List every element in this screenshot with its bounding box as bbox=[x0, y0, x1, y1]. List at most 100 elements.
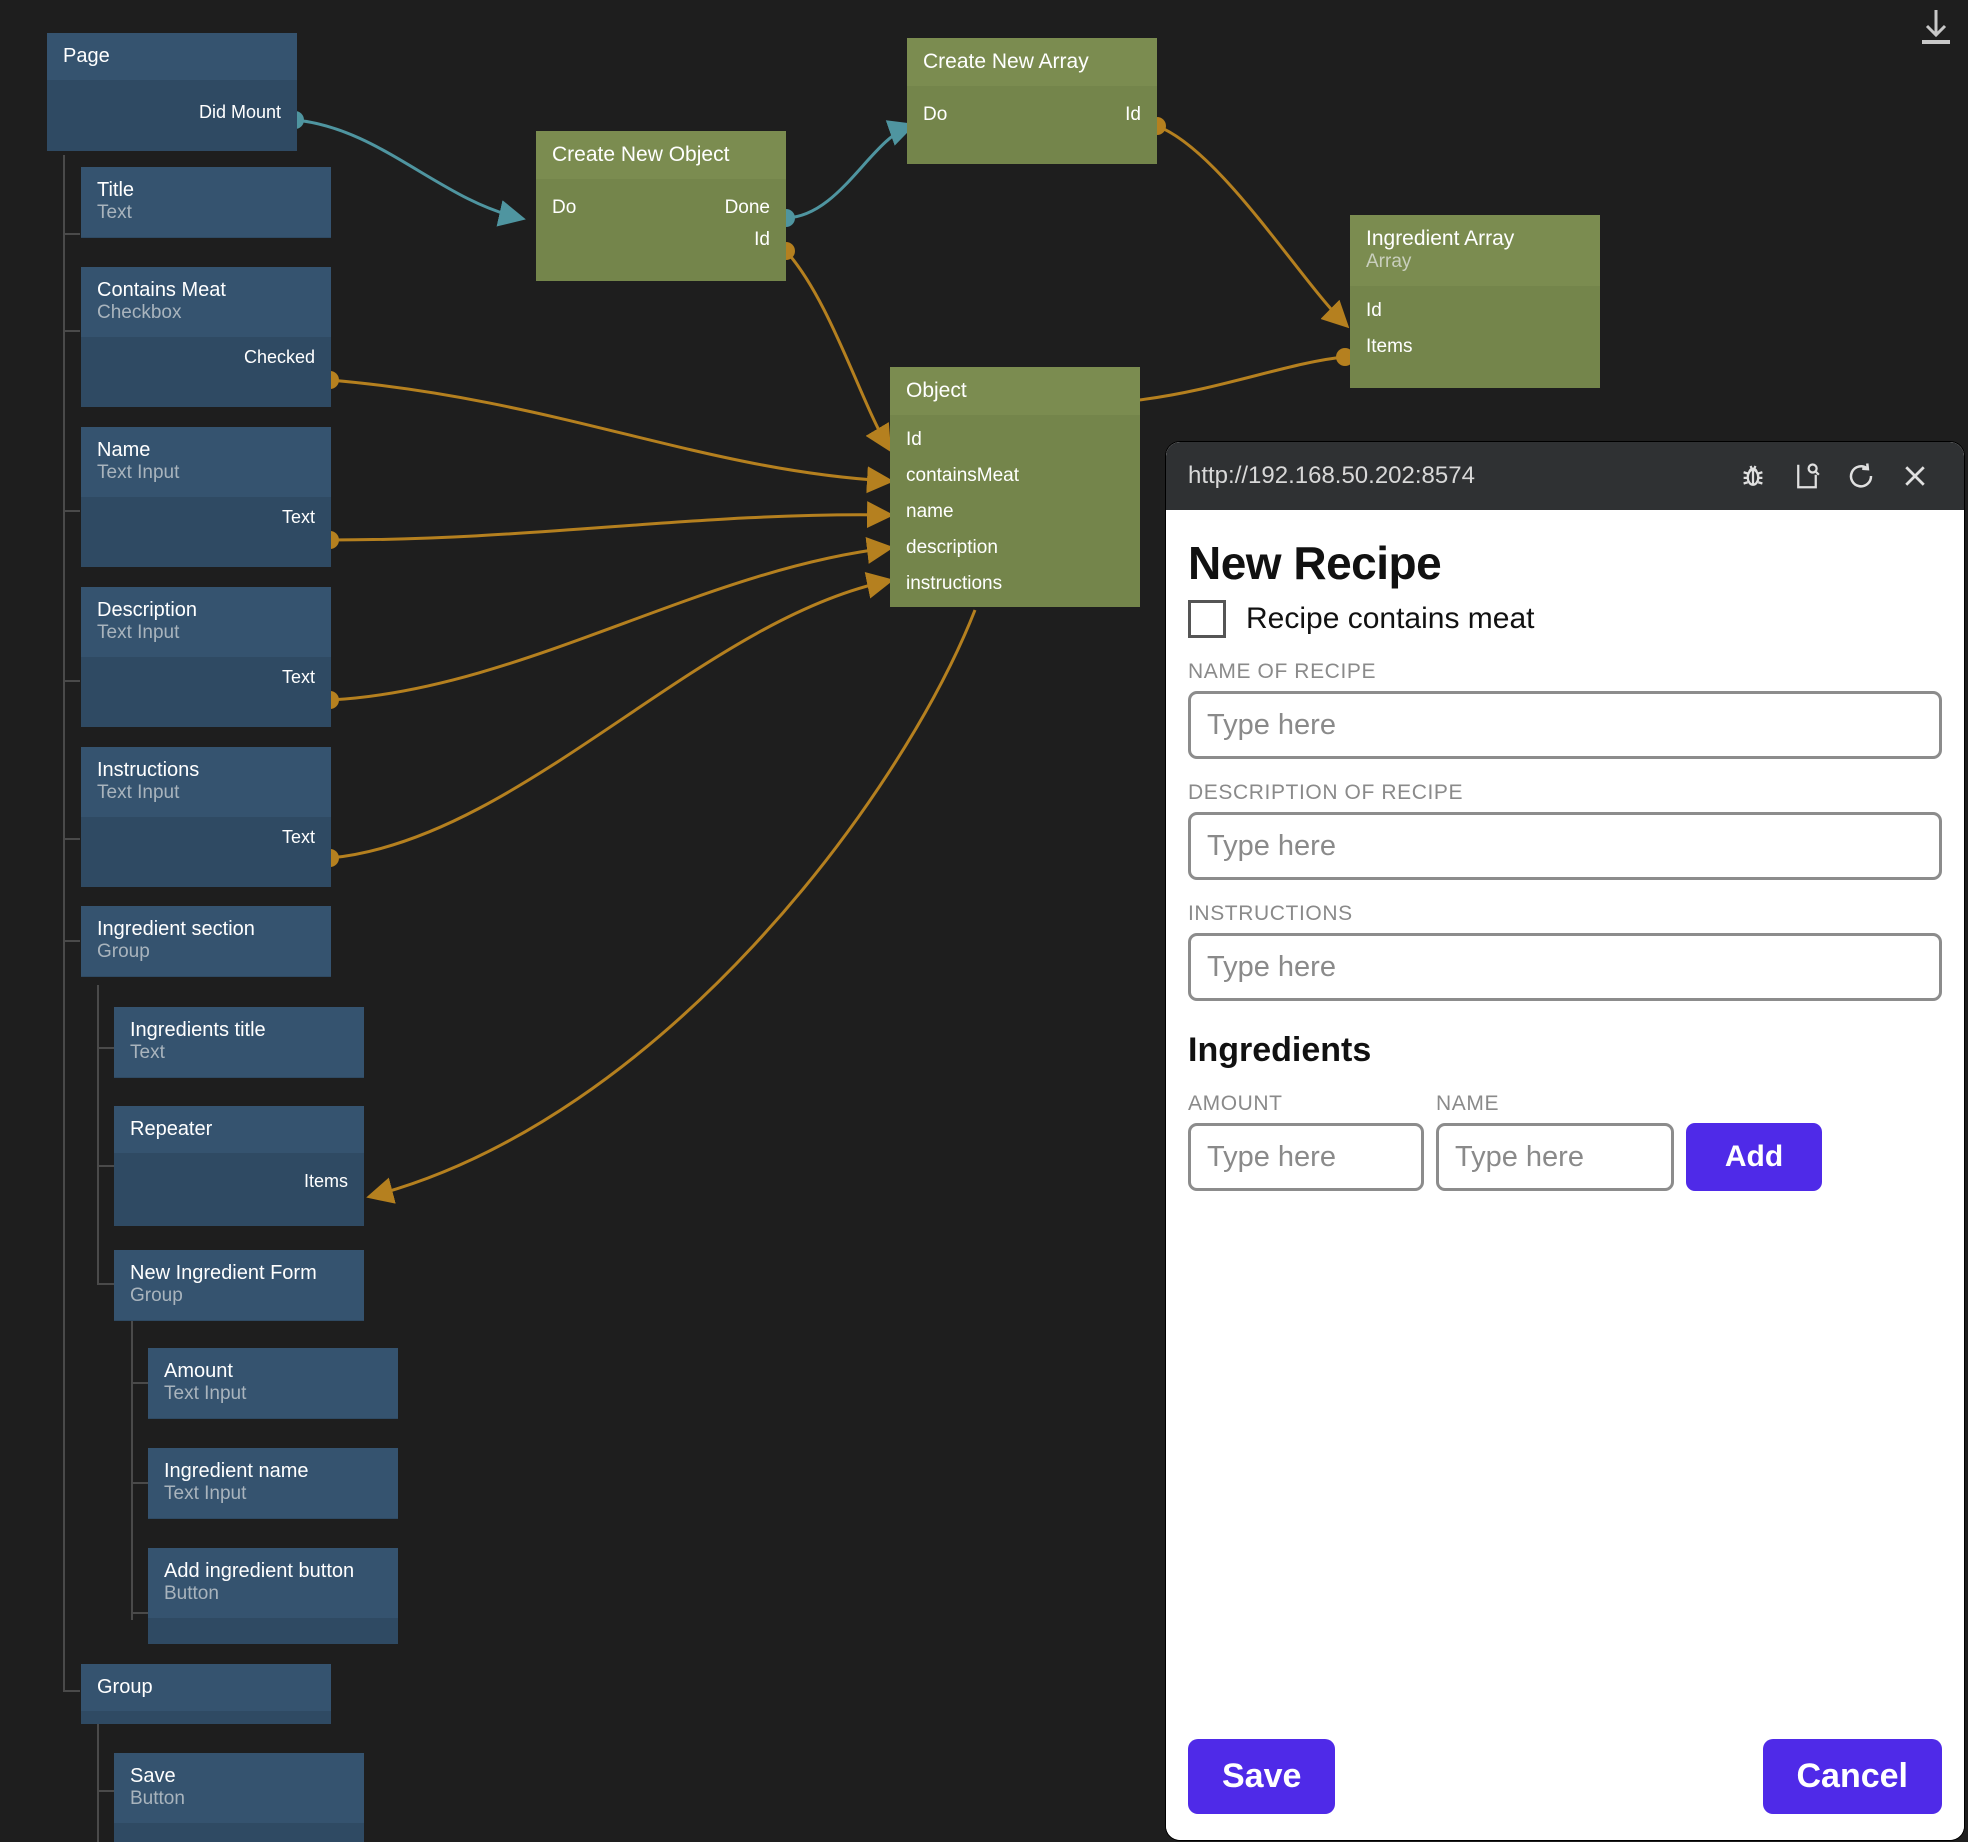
inspect-icon[interactable] bbox=[1780, 453, 1834, 499]
port-name[interactable]: name bbox=[890, 499, 1140, 525]
download-icon[interactable] bbox=[1916, 4, 1956, 57]
tree-tick bbox=[63, 680, 80, 682]
name-of-recipe-label: NAME OF RECIPE bbox=[1188, 660, 1942, 684]
contains-meat-label: Recipe contains meat bbox=[1246, 602, 1535, 636]
port-instructions[interactable]: instructions bbox=[890, 571, 1140, 597]
url-display[interactable]: http://192.168.50.202:8574 bbox=[1188, 462, 1726, 490]
node-title: Amount bbox=[164, 1360, 382, 1383]
debug-icon[interactable] bbox=[1726, 453, 1780, 499]
node-object[interactable]: Object Id containsMeat name description … bbox=[890, 367, 1140, 607]
node-title: Add ingredient button bbox=[164, 1560, 382, 1583]
node-ingredient-section[interactable]: Ingredient section Group bbox=[81, 906, 331, 977]
port-items[interactable]: Items bbox=[114, 1169, 364, 1194]
node-amount[interactable]: Amount Text Input bbox=[148, 1348, 398, 1419]
port-id[interactable]: Id bbox=[1350, 298, 1600, 324]
node-subtitle: Text bbox=[130, 1042, 348, 1065]
tree-tick bbox=[131, 1482, 148, 1484]
tree-guide-ingredient bbox=[97, 985, 99, 1285]
close-icon[interactable] bbox=[1888, 453, 1942, 499]
node-header: Ingredient name Text Input bbox=[148, 1448, 398, 1518]
node-ingredient-array[interactable]: Ingredient Array Array Id Items bbox=[1350, 215, 1600, 388]
tree-guide-form bbox=[131, 1290, 133, 1620]
amount-input[interactable] bbox=[1188, 1123, 1424, 1191]
node-body: Items bbox=[114, 1153, 364, 1226]
node-header: Create New Array bbox=[907, 38, 1157, 86]
tree-tick bbox=[63, 330, 80, 332]
node-subtitle: Checkbox bbox=[97, 302, 315, 325]
tree-tick bbox=[63, 940, 80, 942]
node-ingredient-name[interactable]: Ingredient name Text Input bbox=[148, 1448, 398, 1519]
node-instructions-input[interactable]: Instructions Text Input Text bbox=[81, 747, 331, 887]
node-contains-meat[interactable]: Contains Meat Checkbox Checked bbox=[81, 267, 331, 407]
save-button[interactable]: Save bbox=[1188, 1739, 1335, 1814]
node-create-new-array[interactable]: Create New Array Do Id bbox=[907, 38, 1157, 164]
node-description-input[interactable]: Description Text Input Text bbox=[81, 587, 331, 727]
port-text[interactable]: Text bbox=[81, 505, 331, 530]
port-contains-meat[interactable]: containsMeat bbox=[890, 463, 1140, 489]
node-header: Description Text Input bbox=[81, 587, 331, 657]
node-body: Do Id bbox=[907, 86, 1157, 164]
node-title: Object bbox=[906, 379, 1124, 403]
port-text[interactable]: Text bbox=[81, 825, 331, 850]
port-description[interactable]: description bbox=[890, 535, 1140, 561]
node-group[interactable]: Group bbox=[81, 1664, 331, 1724]
node-create-new-object[interactable]: Create New Object Do Done Id bbox=[536, 131, 786, 281]
tree-tick bbox=[131, 1612, 148, 1614]
node-header: Name Text Input bbox=[81, 427, 331, 497]
port-checked[interactable]: Checked bbox=[81, 345, 331, 370]
port-text[interactable]: Text bbox=[81, 665, 331, 690]
node-new-ingredient-form[interactable]: New Ingredient Form Group bbox=[114, 1250, 364, 1321]
preview-content: New Recipe Recipe contains meat NAME OF … bbox=[1166, 510, 1964, 1739]
reload-icon[interactable] bbox=[1834, 453, 1888, 499]
tree-guide-root bbox=[63, 155, 65, 1690]
port-do[interactable]: Do bbox=[907, 102, 963, 128]
tree-tick bbox=[97, 1283, 114, 1285]
node-header: Contains Meat Checkbox bbox=[81, 267, 331, 337]
node-body: Checked bbox=[81, 337, 331, 407]
tree-tick bbox=[63, 838, 80, 840]
name-of-recipe-input[interactable] bbox=[1188, 691, 1942, 759]
port-do[interactable]: Do bbox=[536, 195, 592, 221]
node-title: Title bbox=[97, 179, 315, 202]
node-ingredients-title[interactable]: Ingredients title Text bbox=[114, 1007, 364, 1078]
node-add-ingredient-button[interactable]: Add ingredient button Button bbox=[148, 1548, 398, 1644]
node-subtitle: Text bbox=[97, 202, 315, 225]
node-title: Save bbox=[130, 1765, 348, 1788]
node-subtitle: Button bbox=[130, 1788, 348, 1811]
node-name-input[interactable]: Name Text Input Text bbox=[81, 427, 331, 567]
add-ingredient-button[interactable]: Add bbox=[1686, 1123, 1822, 1191]
port-id[interactable]: Id bbox=[890, 427, 1140, 453]
ingredient-name-input[interactable] bbox=[1436, 1123, 1674, 1191]
node-title: New Ingredient Form bbox=[130, 1262, 348, 1285]
form-actions: Save Cancel bbox=[1166, 1739, 1964, 1840]
node-title: Repeater bbox=[130, 1118, 348, 1141]
cancel-button[interactable]: Cancel bbox=[1763, 1739, 1943, 1814]
node-header: Group bbox=[81, 1664, 331, 1711]
node-subtitle: Text Input bbox=[97, 782, 315, 805]
instructions-input[interactable] bbox=[1188, 933, 1942, 1001]
node-page[interactable]: Page Did Mount bbox=[47, 33, 297, 151]
node-title-text[interactable]: Title Text bbox=[81, 167, 331, 238]
description-of-recipe-input[interactable] bbox=[1188, 812, 1942, 880]
node-body: Id Items bbox=[1350, 286, 1600, 388]
node-body: Text bbox=[81, 657, 331, 727]
contains-meat-row: Recipe contains meat bbox=[1188, 600, 1942, 638]
port-items[interactable]: Items bbox=[1350, 334, 1600, 360]
node-save-button[interactable]: Save Button bbox=[114, 1753, 364, 1842]
node-repeater[interactable]: Repeater Items bbox=[114, 1106, 364, 1226]
port-id[interactable]: Id bbox=[1109, 102, 1157, 128]
node-subtitle: Text Input bbox=[97, 462, 315, 485]
node-title: Ingredient Array bbox=[1366, 227, 1584, 251]
port-did-mount[interactable]: Did Mount bbox=[47, 100, 297, 125]
node-body: Text bbox=[81, 817, 331, 887]
node-subtitle: Array bbox=[1366, 251, 1584, 274]
ingredient-entry-row: AMOUNT NAME Add bbox=[1188, 1070, 1942, 1191]
node-header: Save Button bbox=[114, 1753, 364, 1823]
port-id[interactable]: Id bbox=[536, 227, 786, 253]
preview-panel: http://192.168.50.202:8574 bbox=[1166, 442, 1964, 1840]
contains-meat-checkbox[interactable] bbox=[1188, 600, 1226, 638]
node-header: Instructions Text Input bbox=[81, 747, 331, 817]
port-done[interactable]: Done bbox=[709, 195, 786, 221]
node-header: Repeater bbox=[114, 1106, 364, 1153]
